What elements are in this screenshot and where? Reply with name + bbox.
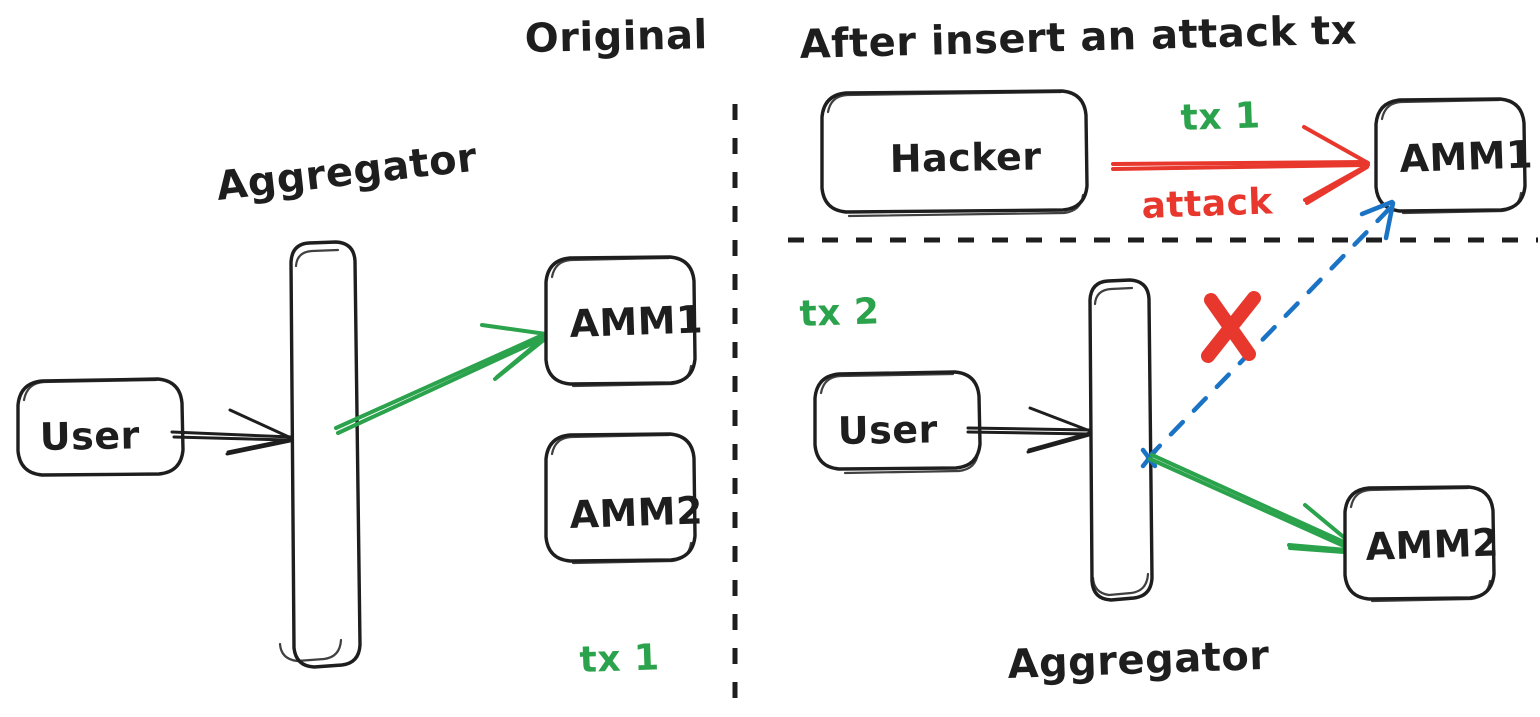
right-tx2-label: tx 2 — [799, 291, 880, 335]
right-amm1-label: AMM1 — [1399, 132, 1534, 181]
blocked-cross-marker — [1201, 291, 1261, 363]
right-amm2-label: AMM2 — [1365, 520, 1500, 569]
right-hacker-label: Hacker — [889, 134, 1041, 181]
right-user-to-aggregator-arrow — [966, 406, 1092, 454]
left-amm1-label: AMM1 — [569, 297, 704, 346]
left-user-node[interactable] — [16, 377, 185, 477]
left-amm2-node[interactable] — [544, 432, 697, 565]
left-amm2-label: AMM2 — [569, 488, 704, 537]
left-aggregator-label: Aggregator — [214, 135, 480, 210]
left-aggregator-to-amm1-arrow — [334, 323, 548, 435]
right-user-label: User — [837, 407, 938, 453]
right-panel-title: After insert an attack tx — [799, 7, 1357, 68]
left-amm1-node[interactable] — [544, 255, 697, 388]
right-amm1-node[interactable] — [1374, 97, 1527, 215]
left-panel-title: Original — [524, 12, 708, 62]
left-aggregator-bar[interactable] — [278, 240, 362, 669]
right-user-node[interactable] — [813, 370, 982, 475]
left-tx1-label: tx 1 — [579, 637, 660, 681]
left-user-to-aggregator-arrow — [170, 408, 293, 456]
right-tx1-label: tx 1 — [1180, 95, 1261, 139]
right-amm2-node[interactable] — [1343, 485, 1496, 603]
right-hacker-node[interactable] — [820, 89, 1089, 218]
right-aggregator-to-amm2-arrow — [1148, 453, 1360, 555]
right-aggregator-label: Aggregator — [1007, 633, 1270, 688]
right-aggregator-bar[interactable] — [1088, 278, 1154, 602]
left-user-label: User — [39, 413, 140, 459]
right-attack-label: attack — [1141, 181, 1274, 227]
hacker-to-amm1-attack-arrow — [1111, 125, 1370, 205]
